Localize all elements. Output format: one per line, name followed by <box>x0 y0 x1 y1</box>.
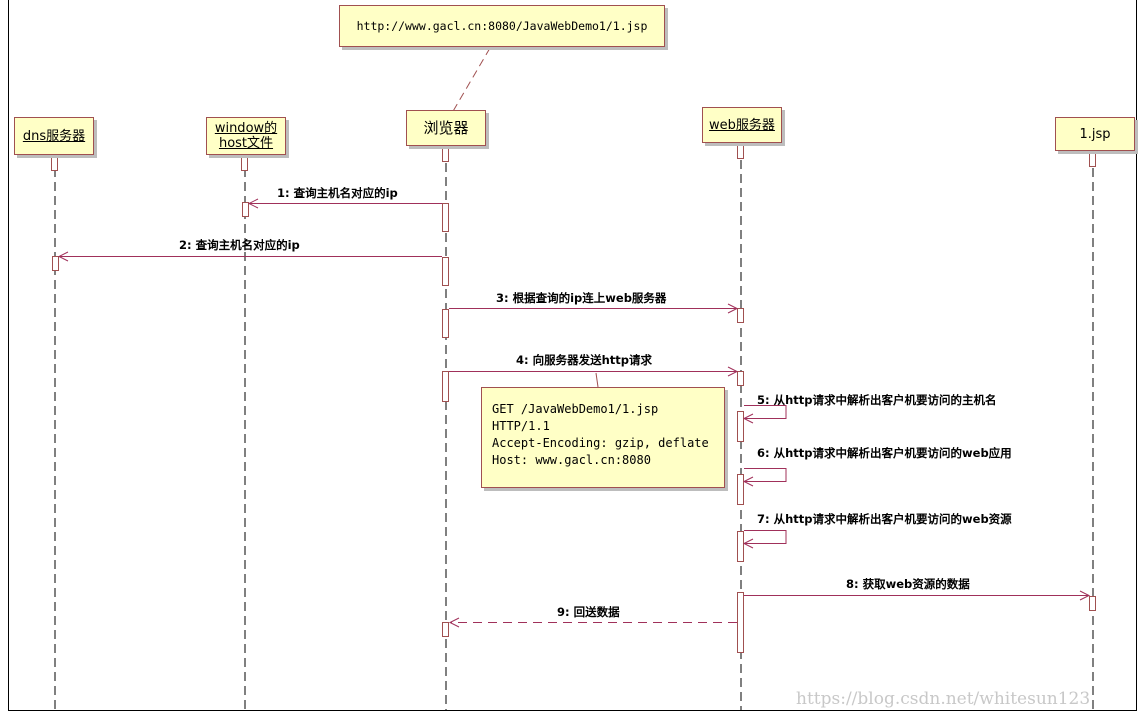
activation-browser-2 <box>442 257 449 286</box>
watermark: https://blog.csdn.net/whitesun123 <box>796 689 1091 709</box>
activation-jsp-top <box>1089 152 1096 167</box>
message-5-label: 5: 从http请求中解析出客户机要访问的主机名 <box>757 393 997 407</box>
lifeline-label-hosts-line1: window的 <box>214 121 278 136</box>
message-8-label: 8: 获取web资源的数据 <box>846 577 970 591</box>
activation-browser-4 <box>442 371 449 402</box>
message-7-label: 7: 从http请求中解析出客户机要访问的web资源 <box>757 512 1012 526</box>
activation-browser-9 <box>442 622 449 637</box>
lifeline-label-browser: 浏览器 <box>423 118 469 137</box>
activation-web-7 <box>737 531 744 562</box>
activation-web-8 <box>737 592 744 653</box>
request-note-line-4: Host: www.gacl.cn:8080 <box>492 453 651 467</box>
request-note-line-3: Accept-Encoding: gzip, deflate <box>492 436 709 450</box>
lifeline-label-hosts-line2: host文件 <box>218 136 274 151</box>
activation-dns-2 <box>52 256 59 271</box>
request-note-line-2: HTTP/1.1 <box>492 419 550 433</box>
message-1-label: 1: 查询主机名对应的ip <box>277 186 398 200</box>
message-9-arrowhead <box>448 617 460 628</box>
message-3-arrowhead <box>727 303 739 314</box>
activation-hosts-1 <box>242 202 249 217</box>
lifeline-header-dns: dns服务器 <box>14 117 94 155</box>
activation-browser-3 <box>442 309 449 338</box>
message-4-arrowhead <box>727 366 739 377</box>
message-5-arrowhead <box>742 413 754 424</box>
lifeline-header-jsp: 1.jsp <box>1055 117 1135 151</box>
activation-web-4 <box>737 371 744 386</box>
request-note-line-1: GET /JavaWebDemo1/1.jsp <box>492 402 659 416</box>
message-3-label: 3: 根据查询的ip连上web服务器 <box>496 291 667 305</box>
lifeline-header-web: web服务器 <box>702 107 782 143</box>
activation-browser-1 <box>442 203 449 232</box>
activation-web-6 <box>737 474 744 505</box>
url-note-text: http://www.gacl.cn:8080/JavaWebDemo1/1.j… <box>356 19 648 33</box>
message-6-label: 6: 从http请求中解析出客户机要访问的web应用 <box>757 446 1012 460</box>
request-note-link <box>595 372 599 388</box>
lifeline-label-web: web服务器 <box>709 117 775 133</box>
activation-browser-top <box>442 147 449 162</box>
message-1-arrowhead <box>247 198 259 209</box>
message-7-line <box>744 530 787 544</box>
message-2-arrowhead <box>57 251 69 262</box>
message-5-line <box>744 405 787 419</box>
activation-web-3 <box>737 308 744 323</box>
activation-web-top <box>737 144 744 159</box>
activation-hosts-top <box>241 156 248 171</box>
message-7-arrowhead <box>742 538 754 549</box>
url-note-link <box>451 47 491 114</box>
lifeline-label-jsp: 1.jsp <box>1079 126 1111 142</box>
activation-jsp-8 <box>1089 596 1096 611</box>
message-4-label: 4: 向服务器发送http请求 <box>516 353 653 367</box>
lifeline-header-browser: 浏览器 <box>406 110 486 146</box>
message-2-label: 2: 查询主机名对应的ip <box>179 238 300 252</box>
url-note: http://www.gacl.cn:8080/JavaWebDemo1/1.j… <box>339 5 665 47</box>
lifeline-header-hosts: window的 host文件 <box>206 117 286 155</box>
message-6-arrowhead <box>742 476 754 487</box>
request-note: GET /JavaWebDemo1/1.jsp HTTP/1.1 Accept-… <box>481 387 725 488</box>
activation-web-5 <box>737 411 744 442</box>
message-8-arrowhead <box>1079 590 1091 601</box>
lifeline-label-dns: dns服务器 <box>22 128 86 144</box>
message-9-label: 9: 回送数据 <box>557 605 620 619</box>
activation-dns-top <box>51 156 58 171</box>
message-6-line <box>744 468 787 482</box>
